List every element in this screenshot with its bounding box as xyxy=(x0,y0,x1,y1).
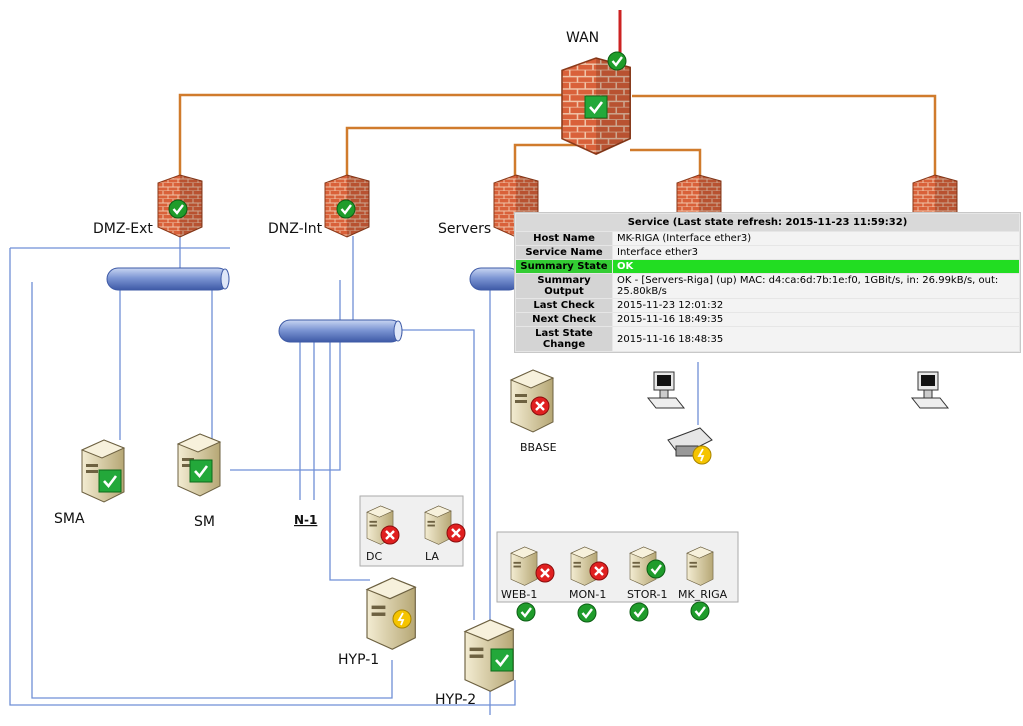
bus-servers xyxy=(469,267,521,291)
dnz-int-label: DNZ-Int xyxy=(268,221,323,237)
sm-label: SM xyxy=(194,514,215,530)
last-state-change-key: Last State Change xyxy=(516,327,612,351)
tooltip-title: Service (Last state refresh: 2015-11-23 … xyxy=(516,214,1019,231)
last-state-change-value: 2015-11-16 18:48:35 xyxy=(613,327,1019,351)
next-check-key: Next Check xyxy=(516,313,612,326)
server-sma[interactable] xyxy=(81,439,125,503)
firewall-links xyxy=(178,93,937,180)
server-hyp2[interactable] xyxy=(464,619,515,692)
server-sm[interactable] xyxy=(177,433,221,497)
n1-label[interactable]: N-1 xyxy=(294,513,317,527)
mk-riga-label: MK_RIGA xyxy=(678,588,728,601)
bbase-label: BBASE xyxy=(520,441,557,454)
summary-output-value: OK - [Servers-Riga] (up) MAC: d4:ca:6d:7… xyxy=(613,274,1019,298)
service-name-value: Interface ether3 xyxy=(613,246,1019,259)
dc-label: DC xyxy=(366,550,382,563)
server-hyp1[interactable] xyxy=(366,577,416,650)
workstation-1[interactable] xyxy=(647,371,685,409)
last-check-key: Last Check xyxy=(516,299,612,312)
mon1-status-icon xyxy=(576,602,598,624)
host-name-key: Host Name xyxy=(516,232,612,245)
wan-firewall[interactable] xyxy=(561,50,631,155)
web1-status-icon xyxy=(515,601,537,623)
last-check-value: 2015-11-23 12:01:32 xyxy=(613,299,1019,312)
server-bbase[interactable] xyxy=(510,369,554,433)
summary-state-key: Summary State xyxy=(516,260,612,273)
hyp1-label: HYP-1 xyxy=(338,652,379,668)
dmz-ext-label: DMZ-Ext xyxy=(93,221,153,237)
hyp2-label: HYP-2 xyxy=(435,692,476,708)
stor1-status-icon xyxy=(628,601,650,623)
servers-label: Servers xyxy=(438,221,491,237)
web1-label: WEB-1 xyxy=(501,588,537,601)
firewall-dmz-ext[interactable] xyxy=(157,174,203,238)
host-name-value: MK-RIGA (Interface ether3) xyxy=(613,232,1019,245)
service-tooltip: Service (Last state refresh: 2015-11-23 … xyxy=(514,212,1021,353)
mk-riga-status-icon xyxy=(689,600,711,622)
sma-label: SMA xyxy=(54,511,85,527)
service-name-key: Service Name xyxy=(516,246,612,259)
summary-state-value: OK xyxy=(613,260,1019,273)
bus-dnz-int xyxy=(278,319,403,343)
la-label: LA xyxy=(425,550,439,563)
mon1-label: MON-1 xyxy=(569,588,606,601)
server-mk-riga[interactable] xyxy=(686,546,714,586)
printer[interactable] xyxy=(667,427,713,465)
bus-dmz-ext xyxy=(106,267,230,291)
stor1-label: STOR-1 xyxy=(627,588,668,601)
summary-output-key: Summary Output xyxy=(516,274,612,298)
workstation-2[interactable] xyxy=(911,371,949,409)
next-check-value: 2015-11-16 18:49:35 xyxy=(613,313,1019,326)
wan-label: WAN xyxy=(566,30,599,46)
firewall-dnz-int[interactable] xyxy=(324,174,370,238)
